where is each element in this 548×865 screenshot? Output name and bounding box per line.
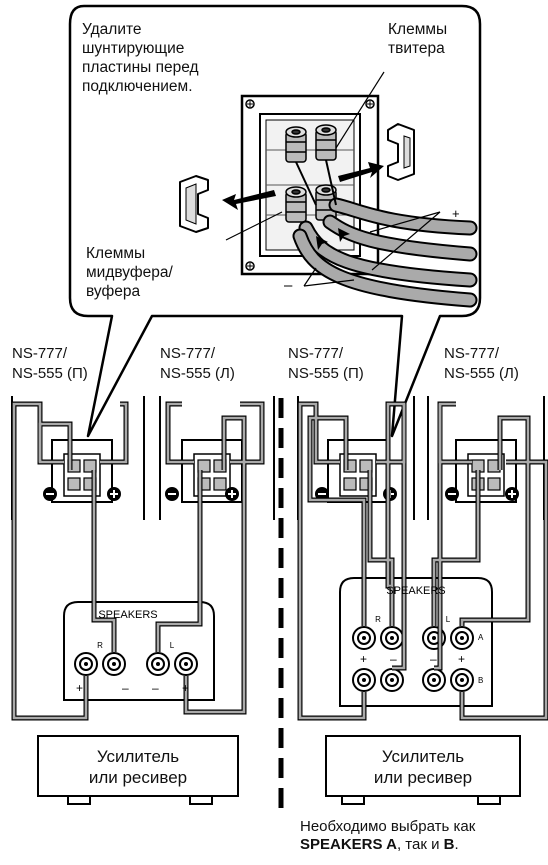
selection-note: Необходимо выбрать как SPEAKERS A, так и… [300,818,475,854]
remove-plates-line: Удалите [82,21,142,38]
model-line: NS-555 (П) [288,365,364,382]
jack-lb-minus [422,668,446,692]
selection-note-mid: , так и [396,836,444,853]
tweeter-label-line: твитера [388,40,445,57]
amp-box-right [325,735,521,805]
woofer-terminals-label: Клеммы мидвуфера/ вуфера [86,244,173,301]
wires-left-fill [12,402,264,720]
amp-panel-right-minus-r: – [390,652,397,666]
amp-panel-left-l: L [170,641,175,650]
tweeter-terminals-label: Клеммы твитера [388,20,447,58]
arrow-left-icon [222,190,276,210]
left-setup-speaker-right-label: NS-777/ NS-555 (П) [12,344,88,384]
speakers-a-label: SPEAKERS A [300,836,397,853]
speakers-b-label: B [443,836,455,853]
woofer-label-line: мидвуфера/ [86,264,173,281]
amp-panel-right [339,577,493,707]
remove-plates-note: Удалите шунтирующие пластины перед подкл… [82,20,199,96]
selection-note-line2: SPEAKERS A, так и B. [300,836,475,854]
jack-rb-plus [352,668,376,692]
selection-note-line1: Необходимо выбрать как [300,818,476,835]
jack-ra-minus [380,626,404,650]
callout-plus-label: + [452,206,460,221]
jack-r-minus [102,652,126,676]
right-setup [297,396,548,805]
amp-label-line: или ресивер [373,768,473,787]
amp-panel-right-plus-l: + [458,652,465,666]
jack-rb-minus [380,668,404,692]
binding-post-tweeter-right [315,124,337,161]
right-setup-speaker-left-label: NS-777/ NS-555 (Л) [444,344,519,384]
amp-panel-right-minus-l: – [430,652,437,666]
shorting-plates [179,123,415,260]
amp-label-line: или ресивер [88,768,188,787]
amp-label-right: Усилитель или ресивер [333,746,513,788]
amp-panel-left-plus-r: + [76,681,83,695]
binding-post-woofer-left [285,186,307,223]
amp-panel-right-title: SPEAKERS [386,585,445,597]
amp-panel-left-r: R [97,641,103,650]
jack-lb-plus [450,668,474,692]
callout-minus-label: – [284,277,293,294]
left-setup-speaker-left-label: NS-777/ NS-555 (Л) [160,344,235,384]
jack-r-plus [74,652,98,676]
amp-panel-left-minus-l: – [152,681,159,695]
amp-label-line: Усилитель [96,747,180,766]
remove-plates-line: подключением. [82,78,193,95]
amp-panel-right-l: L [446,615,451,624]
binding-post-tweeter-left [285,126,307,163]
model-line: NS-777/ [12,345,68,362]
shorting-plate-left [179,175,209,233]
remove-plates-line: пластины перед [82,59,199,76]
amp-panel-right-b: B [478,676,483,685]
model-line: NS-555 (Л) [160,365,235,382]
jack-la-plus [450,626,474,650]
jack-l-minus [146,652,170,676]
model-line: NS-555 (Л) [444,365,519,382]
arrow-right-icon [338,162,384,182]
right-setup-speaker-right-label: NS-777/ NS-555 (П) [288,344,364,384]
left-setup [11,396,275,805]
amp-panel-right-r: R [375,615,381,624]
callout-leaders [225,71,441,287]
amp-panel-left-plus-l: + [182,681,189,695]
shorting-plate-right [387,123,415,181]
wires-right-fill [298,402,548,720]
model-line: NS-777/ [444,345,500,362]
amp-panel-right-a: A [478,633,484,642]
model-line: NS-777/ [160,345,216,362]
jack-l-plus [174,652,198,676]
jack-ra-plus [352,626,376,650]
model-line: NS-777/ [288,345,344,362]
amp-label-left: Усилитель или ресивер [48,746,228,788]
amp-panel-right-plus-r: + [360,652,367,666]
speaker-terminal-left [165,439,243,503]
amp-label-line: Усилитель [381,747,465,766]
speaker-terminal-right [43,439,121,503]
woofer-label-line: Клеммы [86,245,146,262]
speaker-cables [292,159,478,308]
model-line: NS-555 (П) [12,365,88,382]
speaker-terminal-left-b [445,439,519,503]
remove-plates-line: шунтирующие [82,40,185,57]
amp-box-left [37,735,239,805]
binding-posts [285,124,337,223]
insert-arrows-icon [316,228,352,260]
woofer-label-line: вуфера [86,283,141,300]
amp-panel-left-minus-r: – [122,681,129,695]
amp-panel-left-title: SPEAKERS [98,609,157,621]
selection-note-end: . [454,836,459,853]
speaker-terminal-right-b [315,439,397,503]
tweeter-label-line: Клеммы [388,21,448,38]
